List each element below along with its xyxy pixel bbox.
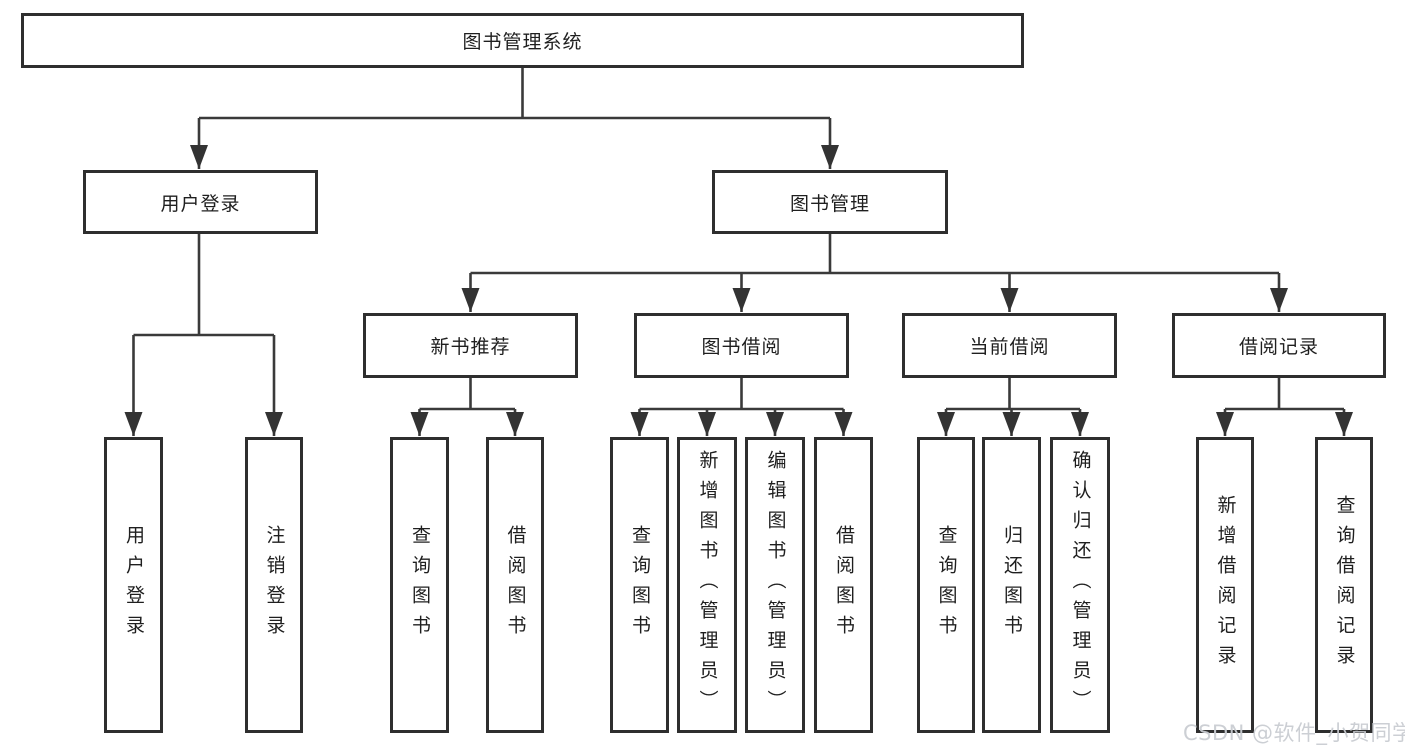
leaf-borrow-query-book: 查询图书: [610, 437, 669, 733]
leaf-return-book-label: 归还图书: [1001, 525, 1023, 645]
leaf-user-login-label: 用户登录: [123, 525, 145, 645]
node-book-borrow-label: 图书借阅: [701, 336, 782, 358]
leaf-recommend-borrow-book-label: 借阅图书: [504, 525, 527, 645]
leaf-logout-label: 注销登录: [263, 525, 286, 645]
leaf-confirm-return-admin: 确认归还（管理员）: [1050, 437, 1110, 733]
node-new-book-recommend-label: 新书推荐: [430, 336, 511, 358]
leaf-query-borrow-record: 查询借阅记录: [1315, 437, 1373, 733]
leaf-logout: 注销登录: [245, 437, 303, 733]
leaf-add-book-admin: 新增图书（管理员）: [677, 437, 737, 733]
node-current-borrow-label: 当前借阅: [969, 336, 1050, 358]
leaf-borrow-query-book-label: 查询图书: [629, 525, 651, 645]
node-borrow-records-label: 借阅记录: [1238, 336, 1319, 358]
node-new-book-recommend: 新书推荐: [363, 313, 578, 378]
leaf-add-borrow-record-label: 新增借阅记录: [1214, 495, 1237, 675]
leaf-current-query-book: 查询图书: [917, 437, 975, 733]
node-current-borrow: 当前借阅: [902, 313, 1117, 378]
leaf-add-borrow-record: 新增借阅记录: [1196, 437, 1254, 733]
leaf-recommend-query-book: 查询图书: [390, 437, 449, 733]
node-book-borrow: 图书借阅: [634, 313, 849, 378]
node-book-management-label: 图书管理: [789, 192, 870, 215]
node-system-root: 图书管理系统: [21, 13, 1024, 68]
leaf-confirm-return-admin-label: 确认归还（管理员）: [1069, 450, 1092, 720]
leaf-borrow-book: 借阅图书: [814, 437, 873, 733]
leaf-recommend-query-book-label: 查询图书: [409, 525, 431, 645]
node-system-root-label: 图书管理系统: [462, 31, 583, 53]
leaf-edit-book-admin: 编辑图书（管理员）: [745, 437, 805, 733]
leaf-borrow-book-label: 借阅图书: [833, 525, 855, 645]
leaf-edit-book-admin-label: 编辑图书（管理员）: [764, 450, 787, 720]
csdn-watermark: CSDN @软件_小贺同学: [1183, 721, 1405, 745]
leaf-recommend-borrow-book: 借阅图书: [486, 437, 544, 733]
node-user-login: 用户登录: [83, 170, 318, 234]
node-book-management: 图书管理: [712, 170, 948, 234]
node-user-login-label: 用户登录: [160, 192, 241, 215]
leaf-current-query-book-label: 查询图书: [935, 525, 958, 645]
node-borrow-records: 借阅记录: [1172, 313, 1386, 378]
leaf-user-login: 用户登录: [104, 437, 163, 733]
leaf-query-borrow-record-label: 查询借阅记录: [1333, 495, 1356, 675]
leaf-add-book-admin-label: 新增图书（管理员）: [696, 450, 719, 720]
leaf-return-book: 归还图书: [982, 437, 1041, 733]
